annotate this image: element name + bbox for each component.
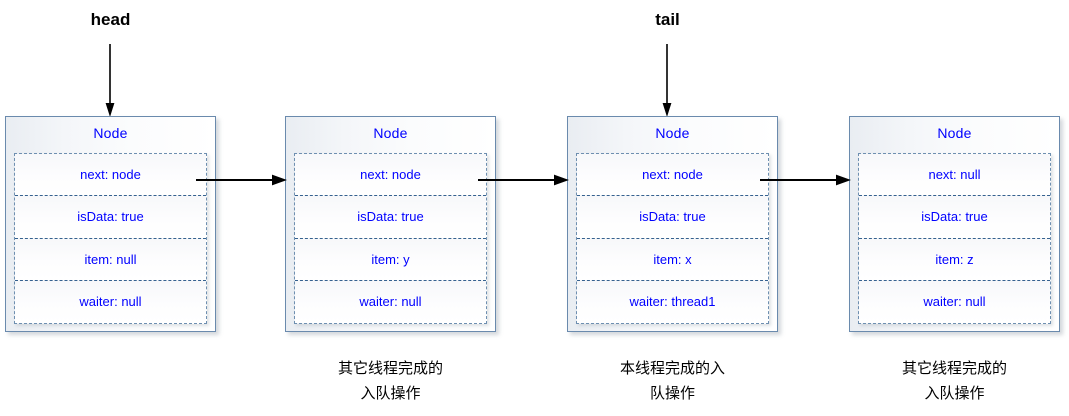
- link-arrow-node2-to-node3-icon: [478, 174, 569, 186]
- head-pointer-arrow-icon: [105, 44, 115, 117]
- node-field-isdata-1: isData: true: [15, 196, 206, 239]
- tail-pointer-label: tail: [655, 10, 680, 29]
- node-field-waiter-1: waiter: null: [15, 280, 206, 323]
- caption-node-4: 其它线程完成的 入队操作: [849, 356, 1060, 406]
- node-field-next-2: next: node: [295, 154, 486, 197]
- caption-node-2: 其它线程完成的 入队操作: [285, 356, 496, 406]
- caption-node-2-line-2: 入队操作: [360, 384, 421, 402]
- node-field-isdata-3: isData: true: [577, 196, 768, 239]
- node-box-4[interactable]: Node next: null isData: true item: z wai…: [849, 116, 1060, 332]
- node-field-next-1: next: node: [15, 154, 206, 197]
- caption-node-2-line-1: 其它线程完成的: [337, 359, 443, 377]
- caption-node-4-line-1: 其它线程完成的: [901, 359, 1007, 377]
- node-field-isdata-2: isData: true: [295, 196, 486, 239]
- node-field-waiter-2: waiter: null: [295, 280, 486, 323]
- node-title-2: Node: [373, 125, 408, 141]
- node-title-1: Node: [93, 125, 128, 141]
- node-field-waiter-4: waiter: null: [859, 280, 1050, 323]
- node-field-waiter-3: waiter: thread1: [577, 280, 768, 323]
- node-box-3[interactable]: Node next: node isData: true item: x wai…: [567, 116, 778, 332]
- node-box-1[interactable]: Node next: node isData: true item: null …: [5, 116, 216, 332]
- link-arrow-node1-to-node2-icon: [196, 174, 287, 186]
- node-field-item-2: item: y: [295, 238, 486, 281]
- caption-node-3-line-1: 本线程完成的入: [619, 359, 725, 377]
- node-fields-1: next: node isData: true item: null waite…: [14, 153, 207, 324]
- node-field-item-1: item: null: [15, 238, 206, 281]
- node-field-item-3: item: x: [577, 238, 768, 281]
- node-fields-4: next: null isData: true item: z waiter: …: [858, 153, 1051, 324]
- node-fields-2: next: node isData: true item: y waiter: …: [294, 153, 487, 324]
- node-field-next-3: next: node: [577, 154, 768, 197]
- node-field-next-4: next: null: [859, 154, 1050, 197]
- node-title-4: Node: [937, 125, 972, 141]
- head-pointer-label: head: [90, 10, 131, 29]
- node-box-2[interactable]: Node next: node isData: true item: y wai…: [285, 116, 496, 332]
- node-fields-3: next: node isData: true item: x waiter: …: [576, 153, 769, 324]
- caption-node-4-line-2: 入队操作: [924, 384, 985, 402]
- tail-pointer-arrow-icon: [662, 44, 672, 117]
- link-arrow-node3-to-node4-icon: [760, 174, 851, 186]
- node-field-isdata-4: isData: true: [859, 196, 1050, 239]
- node-title-3: Node: [655, 125, 690, 141]
- node-field-item-4: item: z: [859, 238, 1050, 281]
- caption-node-3: 本线程完成的入 队操作: [567, 356, 778, 406]
- caption-node-3-line-2: 队操作: [649, 384, 695, 402]
